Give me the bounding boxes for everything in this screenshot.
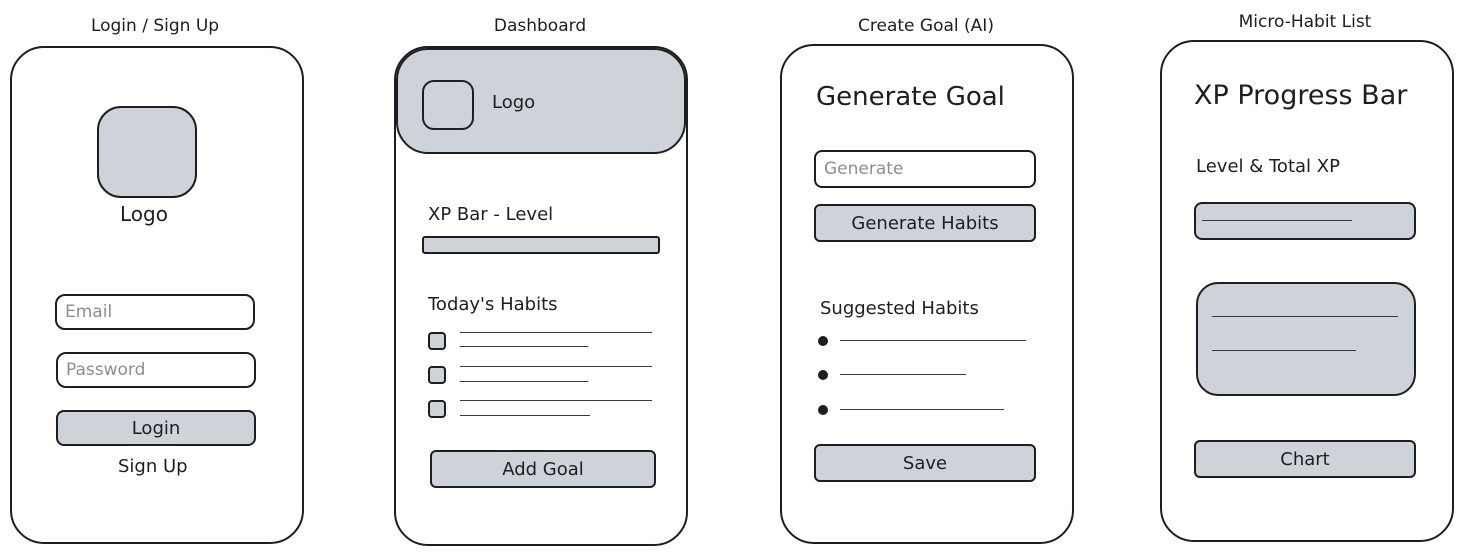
dashboard-header: Logo [396, 48, 686, 154]
chart-button[interactable]: Chart [1194, 440, 1416, 478]
suggested-habit-line [840, 409, 1004, 410]
email-input[interactable]: Email [55, 294, 255, 330]
xp-progress-heading: XP Progress Bar [1194, 80, 1408, 111]
add-goal-button[interactable]: Add Goal [430, 450, 656, 488]
suggested-habit-line [840, 374, 966, 375]
suggested-habit-line [840, 340, 1026, 341]
save-button[interactable]: Save [814, 444, 1036, 482]
create-goal-screen-frame: Generate Goal Generate Generate Habits S… [780, 44, 1074, 544]
header-logo-placeholder [422, 80, 474, 130]
login-screen-frame: Logo Email Password Login Sign Up [10, 46, 304, 544]
habit-checkbox-2[interactable] [428, 366, 446, 384]
habit-list-screen-frame: XP Progress Bar Level & Total XP Chart [1160, 40, 1454, 542]
xp-progress-bar [422, 236, 660, 254]
habit-text-line [460, 332, 652, 333]
habit-checkbox-3[interactable] [428, 400, 446, 418]
habit-text-line [460, 415, 590, 416]
dashboard-screen-title: Dashboard [493, 16, 587, 36]
generate-habits-button[interactable]: Generate Habits [814, 204, 1036, 242]
logo-image-placeholder [97, 106, 197, 198]
level-xp-bar [1194, 202, 1416, 240]
create-goal-screen-title: Create Goal (AI) [858, 16, 994, 36]
habit-list-line [1212, 350, 1356, 351]
password-input[interactable]: Password [56, 352, 256, 388]
generate-input[interactable]: Generate [814, 150, 1036, 188]
habit-list-line [1212, 316, 1398, 317]
signup-link[interactable]: Sign Up [118, 456, 188, 477]
habit-list-card [1196, 282, 1416, 396]
dashboard-screen-frame: Logo XP Bar - Level Today's Habits Add G… [394, 46, 688, 546]
habit-text-line [460, 346, 588, 347]
habit-text-line [460, 400, 652, 401]
level-xp-line [1202, 220, 1352, 221]
login-screen-title: Login / Sign Up [90, 16, 220, 36]
habit-text-line [460, 381, 588, 382]
xp-bar-label: XP Bar - Level [428, 204, 554, 225]
generate-goal-heading: Generate Goal [816, 82, 1005, 112]
suggested-bullet-1 [818, 336, 828, 346]
header-logo-label: Logo [492, 92, 536, 113]
suggested-bullet-3 [818, 405, 828, 415]
level-total-xp-label: Level & Total XP [1196, 156, 1340, 177]
login-button[interactable]: Login [56, 410, 256, 446]
logo-label: Logo [120, 202, 168, 226]
habit-checkbox-1[interactable] [428, 332, 446, 350]
suggested-habits-label: Suggested Habits [820, 298, 979, 319]
suggested-bullet-2 [818, 370, 828, 380]
habit-text-line [460, 366, 652, 367]
habit-list-screen-title: Micro-Habit List [1238, 12, 1372, 32]
todays-habits-label: Today's Habits [428, 294, 558, 315]
